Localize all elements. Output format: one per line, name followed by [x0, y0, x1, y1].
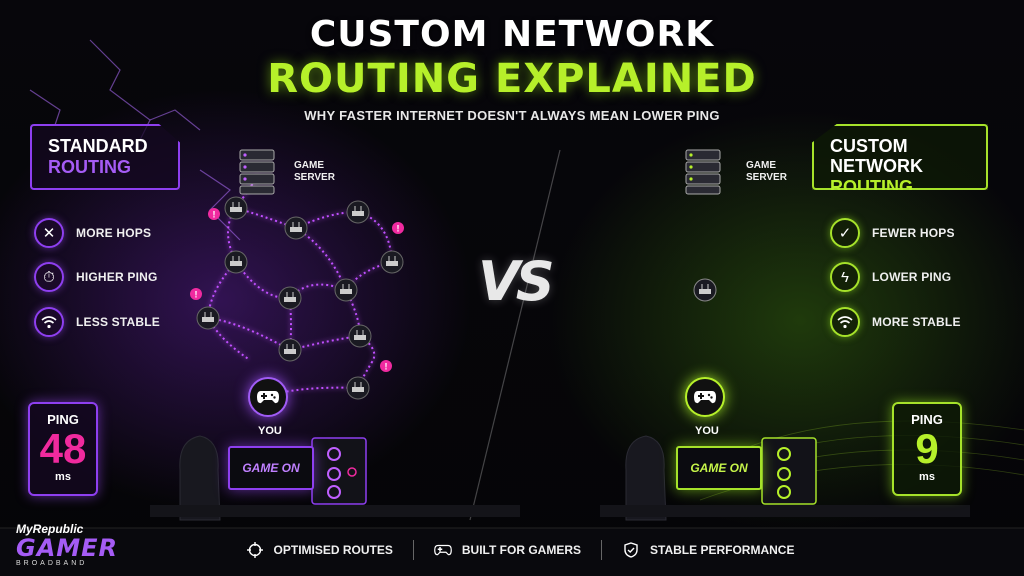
feature-label: MORE STABLE	[872, 315, 961, 329]
you-label-right: YOU	[695, 425, 719, 437]
separator	[412, 540, 414, 560]
feature-higher-ping: ⏱ HIGHER PING	[34, 262, 158, 292]
ping-label: PING	[911, 412, 943, 427]
ping-unit: ms	[55, 471, 71, 483]
feature-more-stable: MORE STABLE	[830, 307, 961, 337]
check-icon: ✓	[830, 218, 860, 248]
game-server-right-icon	[685, 149, 721, 195]
monitor-right: GAME ON	[676, 446, 762, 490]
router-node-right	[693, 278, 717, 302]
vs-label: VS	[478, 250, 555, 313]
ping-box-left: PING 48 ms	[28, 402, 98, 496]
alert-icons: ! ! ! !	[190, 208, 404, 372]
ping-value: 48	[39, 425, 87, 472]
custom-routing-heading: CUSTOM NETWORK ROUTING	[812, 124, 988, 190]
ping-value: 9	[915, 425, 939, 472]
bottom-item-label: BUILT FOR GAMERS	[461, 543, 581, 557]
divider-line	[469, 149, 561, 521]
wifi-icon	[830, 307, 860, 337]
bottom-feature-bar: OPTIMISED ROUTES BUILT FOR GAMERS STABLE…	[220, 530, 820, 570]
gamepad-icon-right	[685, 377, 725, 417]
feature-label: FEWER HOPS	[872, 226, 955, 240]
svg-text:!: !	[397, 224, 400, 234]
svg-text:!: !	[195, 290, 198, 300]
gaming-setup-left	[150, 435, 520, 521]
bottom-item-optimised-routes: OPTIMISED ROUTES	[226, 541, 413, 559]
svg-text:!: !	[385, 362, 388, 372]
feature-label: MORE HOPS	[76, 226, 152, 240]
ping-label: PING	[47, 412, 79, 427]
ping-unit: ms	[919, 471, 935, 483]
bottom-item-stable-performance: STABLE PERFORMANCE	[602, 541, 814, 559]
standard-routing-heading: STANDARD ROUTING	[30, 124, 180, 190]
bottom-item-label: STABLE PERFORMANCE	[650, 543, 795, 557]
ping-box-right: PING 9 ms	[892, 402, 962, 496]
feature-lower-ping: ϟ LOWER PING	[830, 262, 951, 292]
crosshair-icon	[246, 541, 264, 559]
feature-label: LESS STABLE	[76, 315, 160, 329]
title-line-2: ROUTING EXPLAINED	[267, 56, 757, 102]
feature-label: HIGHER PING	[76, 270, 158, 284]
feature-fewer-hops: ✓ FEWER HOPS	[830, 218, 955, 248]
monitor-left: GAME ON	[228, 446, 314, 490]
you-label-left: YOU	[258, 425, 282, 437]
title-line-1: CUSTOM NETWORK	[309, 14, 715, 55]
feature-label: LOWER PING	[872, 270, 952, 284]
bottom-item-label: OPTIMISED ROUTES	[273, 543, 393, 557]
game-server-label-right: GAME SERVER	[746, 160, 787, 183]
x-icon: ✕	[34, 218, 64, 248]
svg-text:!: !	[213, 210, 216, 220]
brand-line-1: MyRepublic	[16, 522, 84, 536]
brand-line-2: GAMER	[16, 534, 119, 562]
heading-line-2: ROUTING	[830, 177, 913, 197]
gamepad-icon-left	[248, 377, 288, 417]
subtitle: WHY FASTER INTERNET DOESN'T ALWAYS MEAN …	[304, 108, 720, 123]
brand-line-3: BROADBAND	[16, 560, 88, 567]
heading-line-2: ROUTING	[48, 157, 131, 177]
gaming-setup-right	[600, 435, 970, 521]
gamepad-icon	[434, 541, 452, 559]
bottom-item-built-for-gamers: BUILT FOR GAMERS	[414, 541, 601, 559]
feature-less-stable: LESS STABLE	[34, 307, 160, 337]
game-server-left-icon	[239, 149, 275, 195]
bottom-bar-bg	[0, 528, 1024, 576]
brand-logo: MyRepublic GAMER BROADBAND	[16, 522, 136, 567]
wifi-icon	[34, 307, 64, 337]
feature-more-hops: ✕ MORE HOPS	[34, 218, 151, 248]
stopwatch-icon: ⏱	[34, 262, 64, 292]
heading-line-1: CUSTOM NETWORK	[830, 136, 923, 176]
game-server-label-left: GAME SERVER	[294, 160, 335, 183]
heading-line-1: STANDARD	[48, 136, 148, 156]
lightning-icon: ϟ	[830, 262, 860, 292]
shield-check-icon	[622, 541, 640, 559]
router-nodes-left	[196, 196, 404, 400]
separator	[601, 540, 602, 560]
